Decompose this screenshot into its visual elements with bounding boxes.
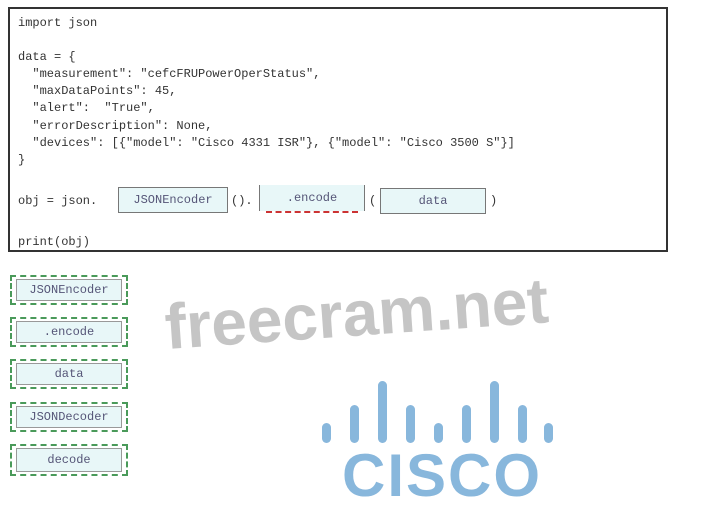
code-line: print(obj): [18, 235, 91, 249]
code-paren: (: [369, 194, 377, 208]
option-label: data: [16, 363, 122, 385]
option-jsonencoder[interactable]: JSONEncoder: [10, 275, 128, 305]
cisco-wordmark: CISCO: [342, 442, 543, 509]
option-label: decode: [16, 448, 122, 472]
logo-bar: [490, 381, 499, 443]
option-encode[interactable]: .encode: [10, 317, 128, 347]
logo-bar: [518, 405, 527, 443]
option-jsondecoder[interactable]: JSONDecoder: [10, 402, 128, 432]
option-label: JSONEncoder: [16, 279, 122, 301]
code-line: import json: [18, 16, 98, 30]
drop-target-3[interactable]: data: [380, 188, 486, 214]
cisco-logo: CISCO: [320, 380, 555, 509]
code-line: data = {: [18, 50, 76, 64]
logo-bar: [406, 405, 415, 443]
option-label: .encode: [16, 321, 122, 343]
drop-target-1[interactable]: JSONEncoder: [118, 187, 228, 213]
logo-bar: [378, 381, 387, 443]
logo-bar: [544, 423, 553, 443]
code-paren: ): [490, 194, 498, 208]
option-decode[interactable]: decode: [10, 444, 128, 476]
code-line: "alert": "True",: [18, 101, 155, 115]
code-line: "errorDescription": None,: [18, 119, 213, 133]
code-line: "devices": [{"model": "Cisco 4331 ISR"},…: [18, 136, 515, 150]
code-line: "measurement": "cefcFRUPowerOperStatus",: [18, 67, 321, 81]
logo-bar: [350, 405, 359, 443]
drop-target-2[interactable]: .encode: [259, 185, 365, 213]
code-line: "maxDataPoints": 45,: [18, 84, 177, 98]
option-data[interactable]: data: [10, 359, 128, 389]
watermark: freecram.net: [162, 264, 551, 363]
logo-bar: [322, 423, 331, 443]
logo-bar: [462, 405, 471, 443]
code-line: }: [18, 153, 26, 167]
logo-bar: [434, 423, 443, 443]
code-obj-prefix: obj = json.: [18, 194, 98, 208]
option-label: JSONDecoder: [16, 406, 122, 428]
code-panel: import json data = { "measurement": "cef…: [8, 7, 668, 252]
code-paren: ().: [231, 194, 253, 208]
